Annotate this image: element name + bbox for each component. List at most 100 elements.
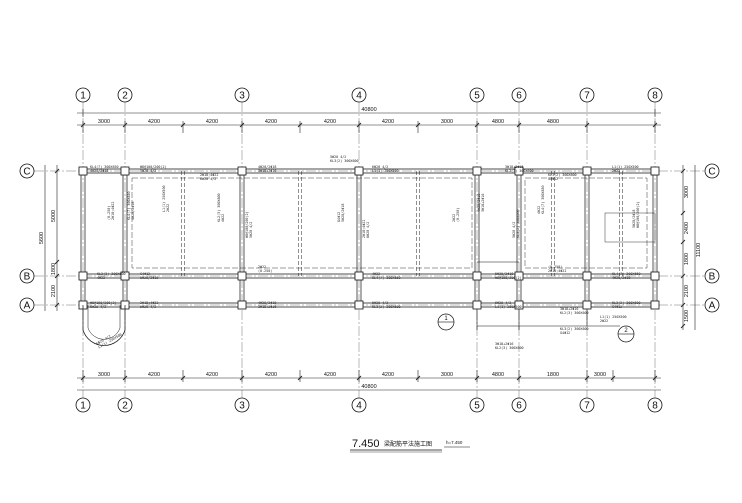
rebar-note-11: 2Φ22	[258, 265, 266, 269]
rebar-note-sub-4: KL3(2) 300X600	[330, 159, 359, 163]
slab-outline-right	[524, 177, 648, 269]
rebar-note-27: 4Φ22	[537, 206, 541, 214]
column-7B	[582, 271, 592, 281]
axis-label-top-8: 8	[652, 91, 658, 102]
rebar-note-0: KL4(7) 300X650	[90, 165, 119, 169]
drawing-title-number: 7.450	[352, 438, 380, 450]
rebar-note-sub-25: 5Φ20/2Φ18	[341, 204, 345, 222]
axis-bubble-right-B	[704, 268, 720, 284]
dim-tick-right-5	[680, 323, 686, 329]
bottom-span-7: 4800	[492, 372, 504, 378]
rebar-note-sub-12: KL4(7) 300X650	[372, 276, 401, 280]
column-6C	[514, 166, 524, 176]
axis-label-left-B: B	[24, 272, 31, 283]
curved-bay-inner	[87, 305, 121, 340]
column-3A	[237, 300, 247, 310]
right-dim-3: 2100	[684, 285, 690, 297]
axis-bubble-right-A	[704, 297, 720, 313]
top-span-1: 4200	[148, 119, 160, 125]
axis-label-top-3: 3	[239, 91, 245, 102]
right-dim-1: 2400	[684, 222, 690, 234]
rebar-note-sub-17: 6Φ20 4/2	[140, 305, 156, 309]
right-dim-2: 1800	[684, 253, 690, 265]
column-7A	[582, 300, 592, 310]
axis-label-bottom-3: 3	[239, 401, 245, 412]
axis-label-left-A: A	[24, 301, 31, 312]
column-3C	[237, 166, 247, 176]
rebar-note-sub-8: 2Φ22	[612, 169, 620, 173]
left-dim-0: 5000	[51, 210, 57, 222]
rebar-note-sub-37: G4Φ12	[560, 331, 570, 335]
rebar-note-8: L1(1) 250X500	[612, 165, 639, 169]
column-2C	[120, 166, 130, 176]
rebar-note-sub-13: Φ8@100/200(2)	[495, 276, 522, 280]
rebar-note-28: 5Φ20/2Φ18	[632, 210, 636, 228]
rebar-note-37: KL3(2) 300X600	[560, 327, 589, 331]
rebar-note-6: 3Φ18+2Φ16	[505, 165, 523, 169]
column-8B	[650, 271, 660, 281]
rebar-note-sub-3: 3Φ18+2Φ16	[258, 169, 276, 173]
left-dim-2: 2100	[51, 285, 57, 297]
rebar-note-4: 5Φ20 4/2	[330, 155, 346, 159]
rebar-note-21: 3Φ18+2Φ16	[560, 307, 578, 311]
rebar-note-20: 6Φ20 4/2	[495, 301, 511, 305]
axis-label-bottom-2: 2	[122, 401, 128, 412]
curved-bay-outer	[82, 305, 126, 346]
bottom-span-5: 4200	[382, 372, 394, 378]
bottom-span-3: 4200	[265, 372, 277, 378]
rebar-note-sub-10: 5Φ20/2Φ18	[140, 276, 158, 280]
rebar-note-sub-26: (0.250)	[456, 208, 460, 222]
axis-label-top-6: 6	[516, 91, 522, 102]
axis-label-top-4: 4	[356, 91, 362, 102]
rebar-note-sub-6: KL2(3) 300X600	[505, 169, 534, 173]
rebar-note-17: 2Φ18;4Φ22	[140, 301, 158, 305]
section-mark-label-0: 1	[444, 316, 448, 322]
bottom-span-0: 3000	[98, 372, 110, 378]
rebar-note-18: 4Φ20/2Φ18	[258, 301, 276, 305]
rebar-note-sub-14: 2Φ18;4Φ22	[548, 269, 566, 273]
axis-label-left-C: C	[23, 167, 30, 178]
bottom-span-2: 4200	[206, 372, 218, 378]
axis-label-right-A: A	[709, 301, 716, 312]
rebar-note-sub-23: 2Φ22	[166, 204, 170, 212]
rebar-note-3: 4Φ20/2Φ18	[258, 165, 276, 169]
overall-dim-top: 40800	[361, 107, 376, 113]
axis-label-bottom-4: 4	[356, 401, 362, 412]
rebar-note-sub-18: 3Φ18+2Φ16	[258, 305, 276, 309]
dim-tick-right-2	[680, 239, 686, 245]
rebar-note-sub-1: 5Φ20 4/2	[140, 169, 156, 173]
rebar-note-12: 4Φ22	[372, 272, 380, 276]
column-8A	[650, 300, 660, 310]
dim-tick-left-1	[54, 259, 60, 265]
rebar-note-31: Φ8@100/200(2)	[245, 211, 249, 238]
top-span-6: 3000	[441, 119, 453, 125]
bottom-span-8: 1800	[547, 372, 559, 378]
rebar-note-10: G4Φ12	[140, 272, 150, 276]
rebar-note-sub-36: KL2(3) 300X600	[495, 346, 524, 350]
bottom-span-4: 4200	[324, 372, 336, 378]
right-dim-0: 3000	[684, 186, 690, 198]
axis-label-right-B: B	[709, 272, 716, 283]
column-6B	[514, 271, 524, 281]
rebar-note-sub-33: 3Φ18+2Φ16	[481, 194, 485, 212]
rebar-note-sub-0: 4Φ20/2Φ18	[90, 169, 108, 173]
column-5B	[472, 271, 482, 281]
top-span-7: 4800	[492, 119, 504, 125]
slab-outline-main	[131, 177, 473, 269]
bottom-span-9: 3000	[594, 372, 606, 378]
rebar-note-sub-31: 5Φ20 4/2	[249, 222, 253, 238]
rebar-note-35: 6Φ20 4/2	[96, 334, 112, 346]
rebar-note-32: 2Φ18;4Φ22	[362, 220, 366, 238]
rebar-note-25: G4Φ12	[337, 212, 341, 222]
rebar-note-23: L1(1) 250X500	[162, 185, 166, 212]
rebar-note-33: 4Φ20/2Φ18	[477, 194, 481, 212]
rebar-note-sub-30: 4Φ20/2Φ18	[131, 202, 135, 220]
axis-label-bottom-1: 1	[80, 401, 86, 412]
rebar-note-sub-28: Φ8@100/200(2)	[636, 201, 640, 228]
rebar-note-sub-11: (0.250)	[258, 269, 272, 273]
stair-opening	[604, 212, 656, 243]
axis-label-top-1: 1	[80, 91, 86, 102]
rebar-note-sub-21: KL2(3) 300X600	[560, 311, 589, 315]
